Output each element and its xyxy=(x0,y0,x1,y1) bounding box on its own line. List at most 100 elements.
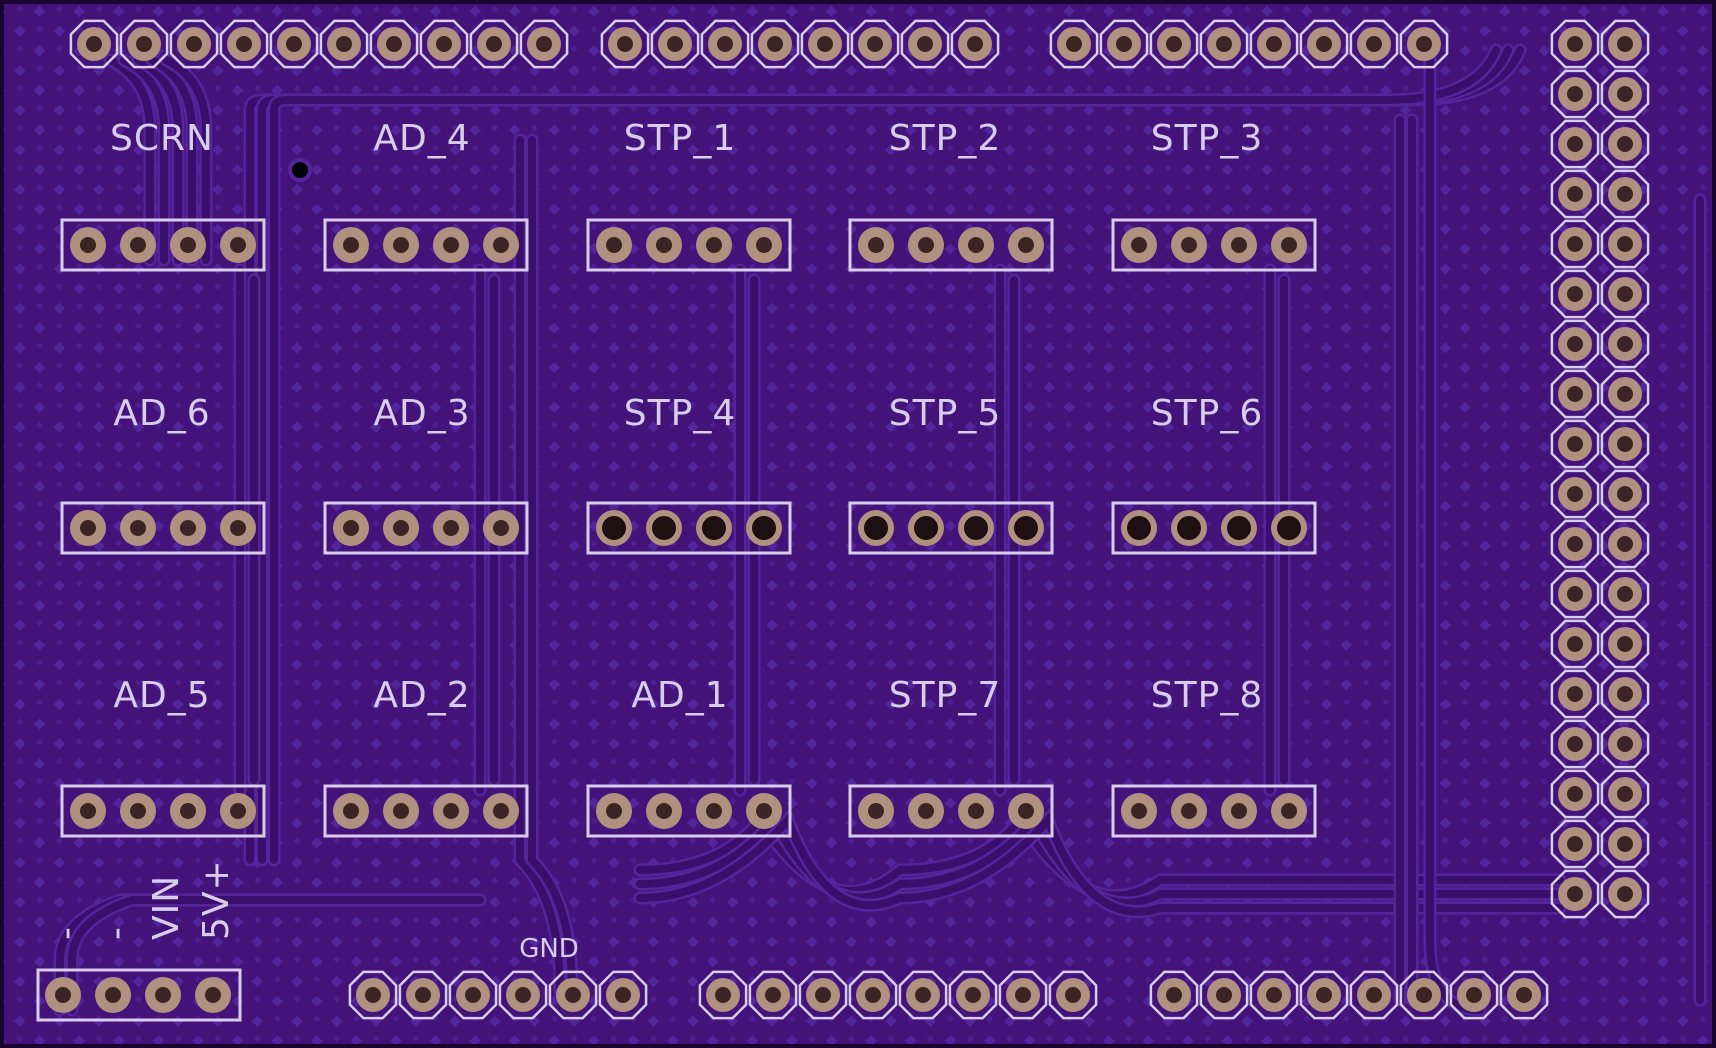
pin-hole xyxy=(1567,786,1583,802)
pad-hole xyxy=(706,803,722,819)
header-stp-3[interactable] xyxy=(1111,218,1317,272)
pin-hole xyxy=(1416,36,1432,52)
pin-outline xyxy=(548,970,598,1020)
pin-outline xyxy=(748,970,798,1020)
pin-outline xyxy=(1550,269,1600,319)
pin-outline xyxy=(700,19,750,69)
header-layer xyxy=(36,158,1317,1022)
header-stp-7[interactable] xyxy=(848,784,1054,838)
pin-outline xyxy=(1449,970,1499,1020)
header-stp-2[interactable] xyxy=(848,218,1054,272)
trace xyxy=(516,136,564,994)
pin-outline xyxy=(169,19,219,69)
pad-hole xyxy=(1131,237,1147,253)
pin-hole xyxy=(1617,886,1633,902)
pin-hole xyxy=(1567,236,1583,252)
pad-hole xyxy=(393,803,409,819)
pin-outline xyxy=(848,970,898,1020)
pin-outline xyxy=(519,19,569,69)
pin-outline xyxy=(1550,219,1600,269)
pad-hole xyxy=(1227,516,1251,540)
top-header-1[interactable] xyxy=(69,19,569,69)
bottom-header-1[interactable] xyxy=(348,970,648,1020)
header-outline xyxy=(586,784,792,838)
pin-hole xyxy=(1617,736,1633,752)
power-header[interactable] xyxy=(36,968,242,1022)
pin-outline xyxy=(1550,719,1600,769)
pad-hole xyxy=(602,516,626,540)
top-header-3[interactable] xyxy=(1049,19,1449,69)
pin-hole xyxy=(1567,636,1583,652)
pad-hole xyxy=(393,520,409,536)
pad-hole xyxy=(443,237,459,253)
pin-outline xyxy=(1550,319,1600,369)
pin-hole xyxy=(536,36,552,52)
pin-outline xyxy=(800,19,850,69)
right-double-header[interactable] xyxy=(1550,19,1650,919)
pin-hole xyxy=(1567,386,1583,402)
pin-outline xyxy=(1550,669,1600,719)
header-ad-3[interactable] xyxy=(323,501,529,555)
header-stp-1[interactable] xyxy=(586,218,792,272)
pin-outline xyxy=(1600,369,1650,419)
pin-hole xyxy=(817,36,833,52)
pad-hole xyxy=(964,516,988,540)
header-label: SCRN xyxy=(110,118,214,159)
pin-outline xyxy=(1600,869,1650,919)
fiducial-mark xyxy=(288,158,312,182)
pin-outline xyxy=(1600,569,1650,619)
pin-hole xyxy=(667,36,683,52)
pin-hole xyxy=(386,36,402,52)
pin-outline xyxy=(750,19,800,69)
pin-outline xyxy=(1600,469,1650,519)
pin-outline xyxy=(1600,719,1650,769)
pin-outline xyxy=(1600,769,1650,819)
pin-hole xyxy=(767,36,783,52)
bottom-header-3[interactable] xyxy=(1149,970,1549,1020)
pin-outline xyxy=(900,19,950,69)
pad-hole xyxy=(80,803,96,819)
pad-hole xyxy=(343,803,359,819)
pin-hole xyxy=(136,36,152,52)
pin-outline xyxy=(498,970,548,1020)
pin-outline xyxy=(1600,519,1650,569)
pin-hole xyxy=(1166,36,1182,52)
header-ad-1[interactable] xyxy=(586,784,792,838)
pin-outline xyxy=(119,19,169,69)
pin-hole xyxy=(436,36,452,52)
header-stp-8[interactable] xyxy=(1111,784,1317,838)
header-stp-6[interactable] xyxy=(1111,501,1317,555)
pin-outline xyxy=(1550,369,1600,419)
pin-hole xyxy=(565,987,581,1003)
header-scrn[interactable] xyxy=(60,218,266,272)
pad-hole xyxy=(205,987,221,1003)
header-ad-2[interactable] xyxy=(323,784,529,838)
pin-hole xyxy=(1567,136,1583,152)
header-outline xyxy=(323,501,529,555)
pin-hole xyxy=(1567,36,1583,52)
pad-hole xyxy=(230,803,246,819)
pad-hole xyxy=(868,237,884,253)
header-ad-5[interactable] xyxy=(60,784,266,838)
pin-outline xyxy=(1499,970,1549,1020)
header-ad-4[interactable] xyxy=(323,218,529,272)
bottom-header-2[interactable] xyxy=(698,970,1098,1020)
header-stp-4[interactable] xyxy=(586,501,792,555)
pin-outline xyxy=(1600,19,1650,69)
pad-hole xyxy=(1177,516,1201,540)
pad-hole xyxy=(756,237,772,253)
pin-hole xyxy=(965,987,981,1003)
pad-hole xyxy=(752,516,776,540)
pad-hole xyxy=(493,237,509,253)
power-header-outline xyxy=(36,968,242,1022)
pad-hole xyxy=(914,516,938,540)
header-ad-6[interactable] xyxy=(60,501,266,555)
pin-hole xyxy=(1617,486,1633,502)
header-outline xyxy=(323,784,529,838)
pad-hole xyxy=(443,520,459,536)
top-header-2[interactable] xyxy=(600,19,1000,69)
pin-outline xyxy=(1550,69,1600,119)
pin-outline xyxy=(950,19,1000,69)
gnd-label: GND xyxy=(519,934,579,964)
header-stp-5[interactable] xyxy=(848,501,1054,555)
